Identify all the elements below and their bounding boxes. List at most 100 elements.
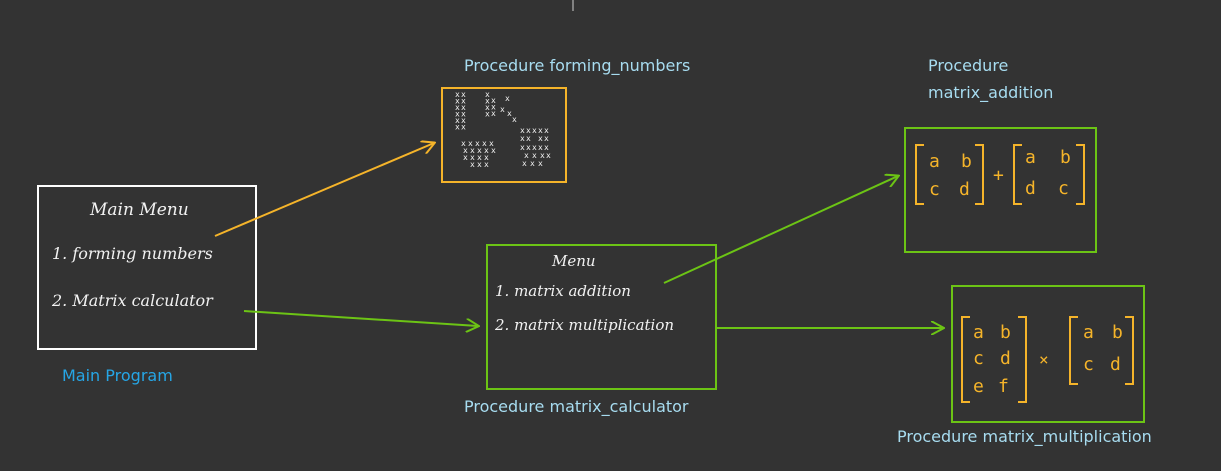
calculator-menu-item-addition: 1. matrix addition [495,282,631,300]
cross-mark: x [455,110,460,119]
addition-matrix-b-left-bracket [1013,144,1022,205]
cross-mark: x [507,109,512,118]
addition-a-11: a [929,151,940,172]
cross-mark: x [463,153,468,162]
cross-mark: x [512,115,517,124]
matrix-calculator-caption: Procedure matrix_calculator [464,397,689,417]
cross-mark: x [530,159,535,168]
cross-mark: x [461,110,466,119]
cross-mark: x [485,97,490,106]
cross-mark: x [485,103,490,112]
matrix-addition-caption-line2: matrix_addition [928,83,1053,103]
cross-mark: x [538,159,543,168]
cross-mark: x [455,90,460,99]
cross-mark: x [522,159,527,168]
cross-mark: x [532,143,537,152]
arrow-main-to-forming-numbers [214,143,434,237]
main-menu-title: Main Menu [89,200,189,220]
mult-b-21: c [1083,354,1094,375]
cross-mark: x [461,116,466,125]
mult-b-22: d [1110,354,1121,375]
calculator-menu-title: Menu [551,252,596,270]
cross-mark: x [484,160,489,169]
cross-mark: x [524,151,529,160]
arrow-calculator-to-addition [663,176,898,284]
mult-b-11: a [1083,322,1094,343]
mult-matrix-b-left-bracket [1069,316,1078,385]
cross-mark: x [455,103,460,112]
cross-mark: x [463,146,468,155]
cross-mark: x [526,134,531,143]
mult-a-12: b [1000,322,1011,343]
addition-matrix-b-right-bracket [1076,144,1085,205]
addition-b-21: d [1025,178,1036,199]
main-program-box [37,185,257,350]
cross-mark: x [461,103,466,112]
mult-a-11: a [973,322,984,343]
cross-mark: x [477,153,482,162]
forming-numbers-box [441,87,567,183]
matrix-calculator-box [486,244,717,390]
cross-mark: x [482,139,487,148]
addition-a-21: c [929,179,940,200]
cross-mark: x [461,123,466,132]
cross-mark: x [500,105,505,114]
cross-mark: x [470,153,475,162]
addition-b-22: c [1058,178,1069,199]
main-menu-item-forming-numbers: 1. forming numbers [52,244,213,263]
main-program-caption: Main Program [62,366,173,385]
cross-mark: x [484,153,489,162]
cross-mark: x [470,146,475,155]
matrix-multiplication-caption: Procedure matrix_multiplication [897,427,1152,447]
cross-mark: x [538,143,543,152]
addition-a-12: b [961,151,972,172]
cross-mark: x [491,146,496,155]
calculator-menu-item-multiplication: 2. matrix multiplication [494,316,674,334]
cross-mark: x [491,103,496,112]
cross-mark: x [489,139,494,148]
cross-mark: x [455,97,460,106]
forming-numbers-caption: Procedure forming_numbers [464,56,690,76]
cross-mark: x [544,134,549,143]
addition-b-12: b [1060,147,1071,168]
mult-b-12: b [1112,322,1123,343]
cross-mark: x [461,139,466,148]
cross-mark: x [491,109,496,118]
addition-b-11: a [1025,147,1036,168]
cross-mark: x [538,134,543,143]
cross-mark: x [477,160,482,169]
cross-mark: x [520,134,525,143]
cross-mark: x [491,96,496,105]
mult-matrix-a-left-bracket [961,316,970,403]
cross-mark: x [544,126,549,135]
addition-matrix-a-left-bracket [915,144,924,205]
cross-mark: x [485,110,490,119]
cross-mark: x [532,126,537,135]
cross-mark: x [484,146,489,155]
matrix-multiplication-box [951,285,1145,423]
cross-mark: x [455,123,460,132]
cross-mark: x [526,143,531,152]
mult-matrix-b-right-bracket [1125,316,1134,385]
cross-mark: x [475,139,480,148]
mult-matrix-a-right-bracket [1018,316,1027,403]
cross-mark: x [520,126,525,135]
cross-mark: x [546,151,551,160]
cross-mark: x [485,90,490,99]
cross-mark: x [505,94,510,103]
mult-a-32: f [998,376,1009,397]
arrow-main-to-matrix-calculator [243,310,478,326]
main-menu-item-matrix-calculator: 2. Matrix calculator [51,291,214,310]
cross-mark: x [520,143,525,152]
mult-a-31: e [973,376,984,397]
cross-mark: x [544,143,549,152]
cross-mark: x [468,139,473,148]
cross-mark: x [461,90,466,99]
cross-mark: x [540,151,545,160]
cross-mark: x [532,151,537,160]
addition-matrix-a-right-bracket [975,144,984,205]
matrix-addition-box [904,127,1097,253]
mult-a-21: c [973,348,984,369]
